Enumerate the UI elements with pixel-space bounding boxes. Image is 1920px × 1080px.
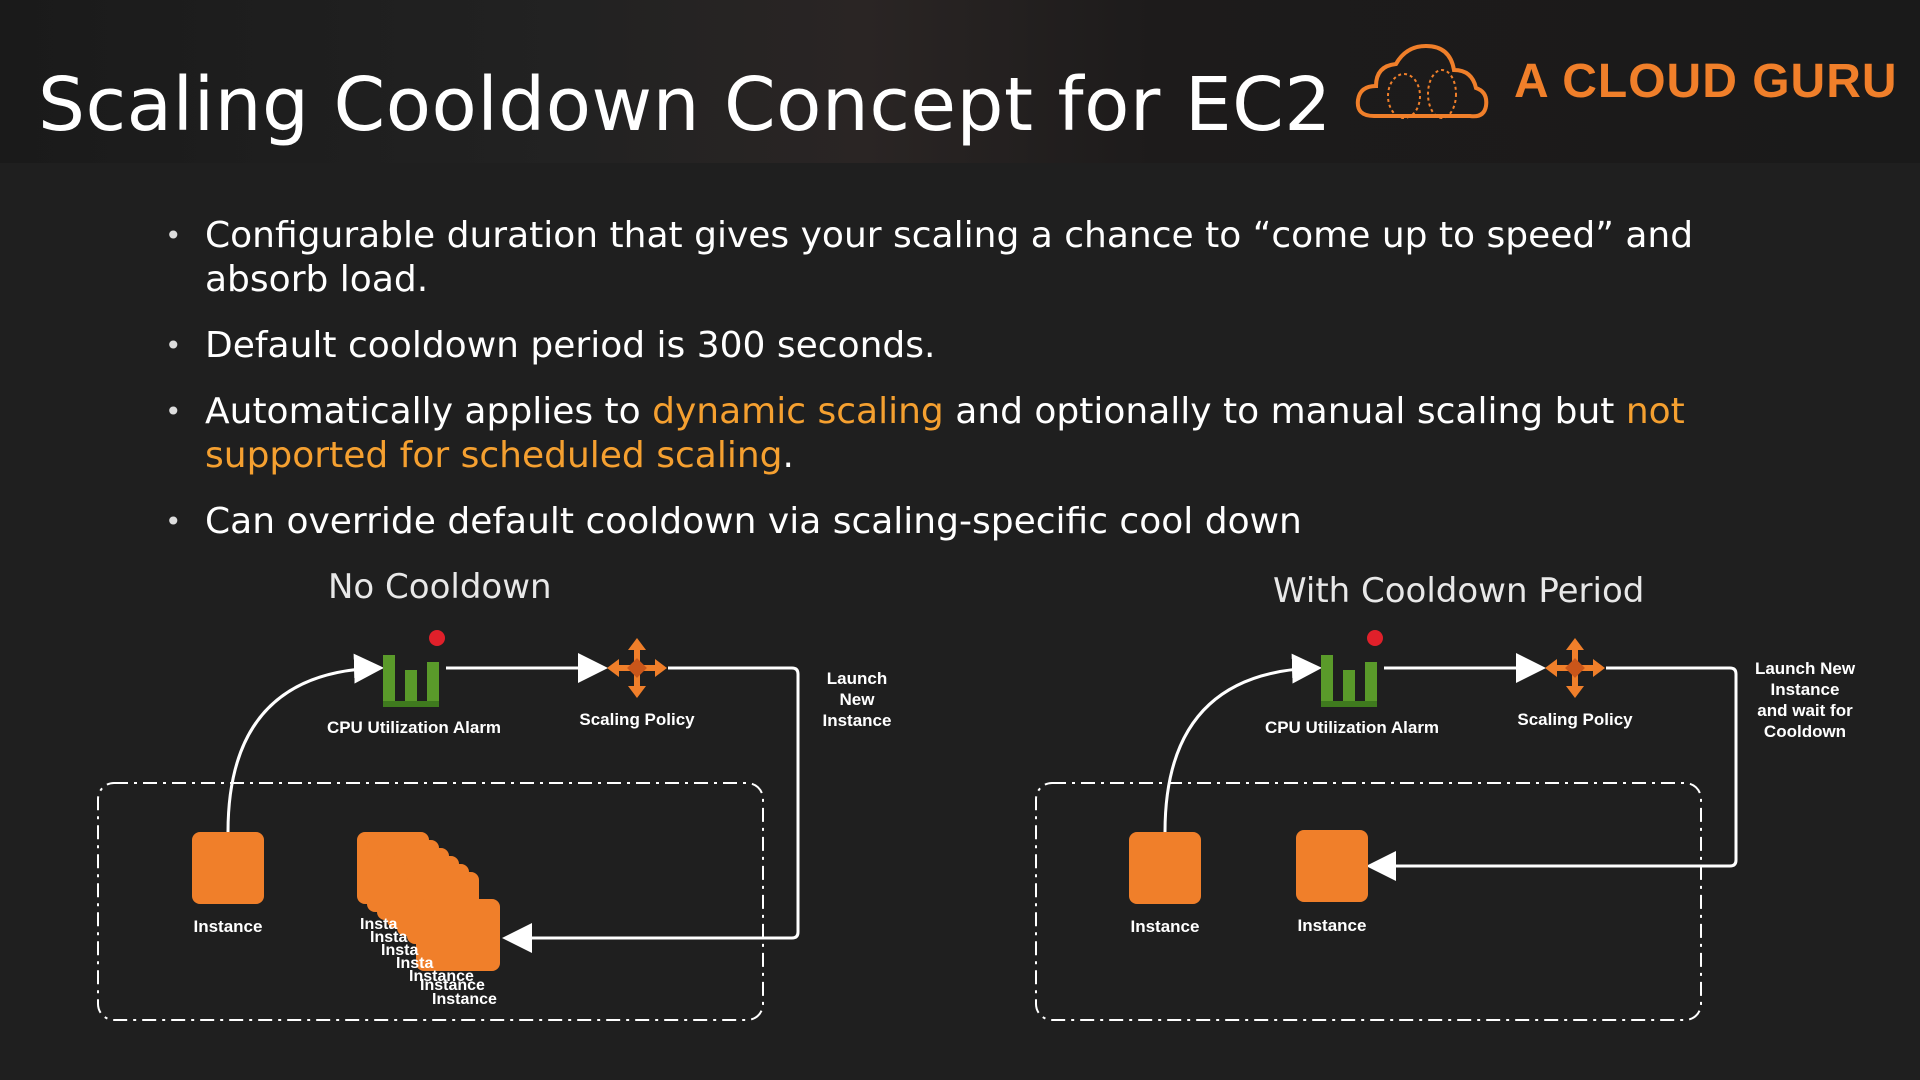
launch-label-line: Cooldown — [1763, 722, 1847, 741]
stack-label: Insta — [381, 942, 419, 959]
stack-label: Instance — [409, 968, 474, 985]
stack-label: Insta — [370, 929, 408, 946]
scaling-policy-icon-right — [1545, 638, 1605, 698]
policy-label-right: Scaling Policy — [1517, 710, 1633, 729]
stacked-instance — [416, 899, 500, 971]
diagram-title-with-cooldown: With Cooldown Period — [1273, 571, 1645, 611]
diagram-title-no-cooldown: No Cooldown — [328, 567, 552, 607]
launch-label-line: and wait for — [1757, 701, 1853, 720]
launch-label-line: Instance — [822, 711, 892, 730]
bullet-item: Default cooldown period is 300 seconds. — [165, 324, 1825, 368]
stack-label: Insta — [396, 955, 434, 972]
page-title: Scaling Cooldown Concept for EC2 — [38, 62, 1332, 148]
bullet-text: Default cooldown period is 300 seconds. — [205, 325, 936, 366]
bullet-text: . — [782, 435, 794, 476]
bullet-item: Configurable duration that gives your sc… — [165, 214, 1825, 302]
bullet-text: and optionally to manual scaling but — [943, 391, 1626, 432]
logo-text: A CLOUD GURU — [1514, 55, 1898, 108]
bullet-text: Can override default cooldown via scalin… — [205, 501, 1302, 542]
alarm-icon-right — [1321, 630, 1383, 707]
bullet-text: Configurable duration that gives your sc… — [205, 215, 1694, 300]
cloud-icon — [1355, 43, 1489, 119]
launch-label-line: Launch — [826, 669, 888, 688]
bullet-item: Can override default cooldown via scalin… — [165, 500, 1825, 544]
instance-box-left — [192, 832, 264, 904]
connector-instance-to-alarm-left — [226, 653, 384, 833]
launch-label-line: Launch New — [1754, 659, 1856, 678]
launch-label-line: New — [839, 690, 875, 709]
connector-policy-to-launch-left — [502, 666, 800, 953]
asg-boundary-left — [97, 782, 764, 1021]
launch-label-right: Launch New Instance and wait for Cooldow… — [1745, 658, 1865, 742]
scaling-policy-icon-left — [607, 638, 667, 698]
policy-label-left: Scaling Policy — [579, 710, 695, 729]
instance-label-right-1: Instance — [1130, 917, 1200, 936]
title-bar — [0, 0, 1920, 163]
highlight-dynamic-scaling: dynamic scaling — [652, 391, 944, 432]
bullet-item: Automatically applies to dynamic scaling… — [165, 390, 1825, 478]
connector-policy-to-launch-right — [1366, 666, 1738, 881]
alarm-label-right: CPU Utilization Alarm — [1264, 718, 1440, 737]
asg-boundary-right — [1035, 782, 1702, 1021]
bullet-list: Configurable duration that gives your sc… — [165, 214, 1825, 566]
highlight-not-supported: not supported for scheduled scaling — [205, 391, 1685, 476]
connector-instance-to-alarm-right — [1163, 653, 1322, 833]
bullet-text: Automatically applies to — [205, 391, 653, 432]
instance-box-right-2 — [1296, 830, 1368, 902]
launch-label-line: Instance — [1770, 680, 1840, 699]
instance-label-left: Instance — [193, 917, 263, 936]
instance-label-right-2: Instance — [1297, 916, 1367, 935]
launch-label-left: Launch New Instance — [812, 668, 902, 731]
stack-label: Insta — [360, 916, 398, 933]
brand-logo: A CLOUD GURU — [1354, 36, 1897, 126]
alarm-icon-left — [383, 630, 445, 707]
instance-box-right-1 — [1129, 832, 1201, 904]
stack-label: Instance — [432, 991, 497, 1008]
alarm-label-left: CPU Utilization Alarm — [326, 718, 502, 737]
stack-label: Instance — [420, 977, 485, 994]
